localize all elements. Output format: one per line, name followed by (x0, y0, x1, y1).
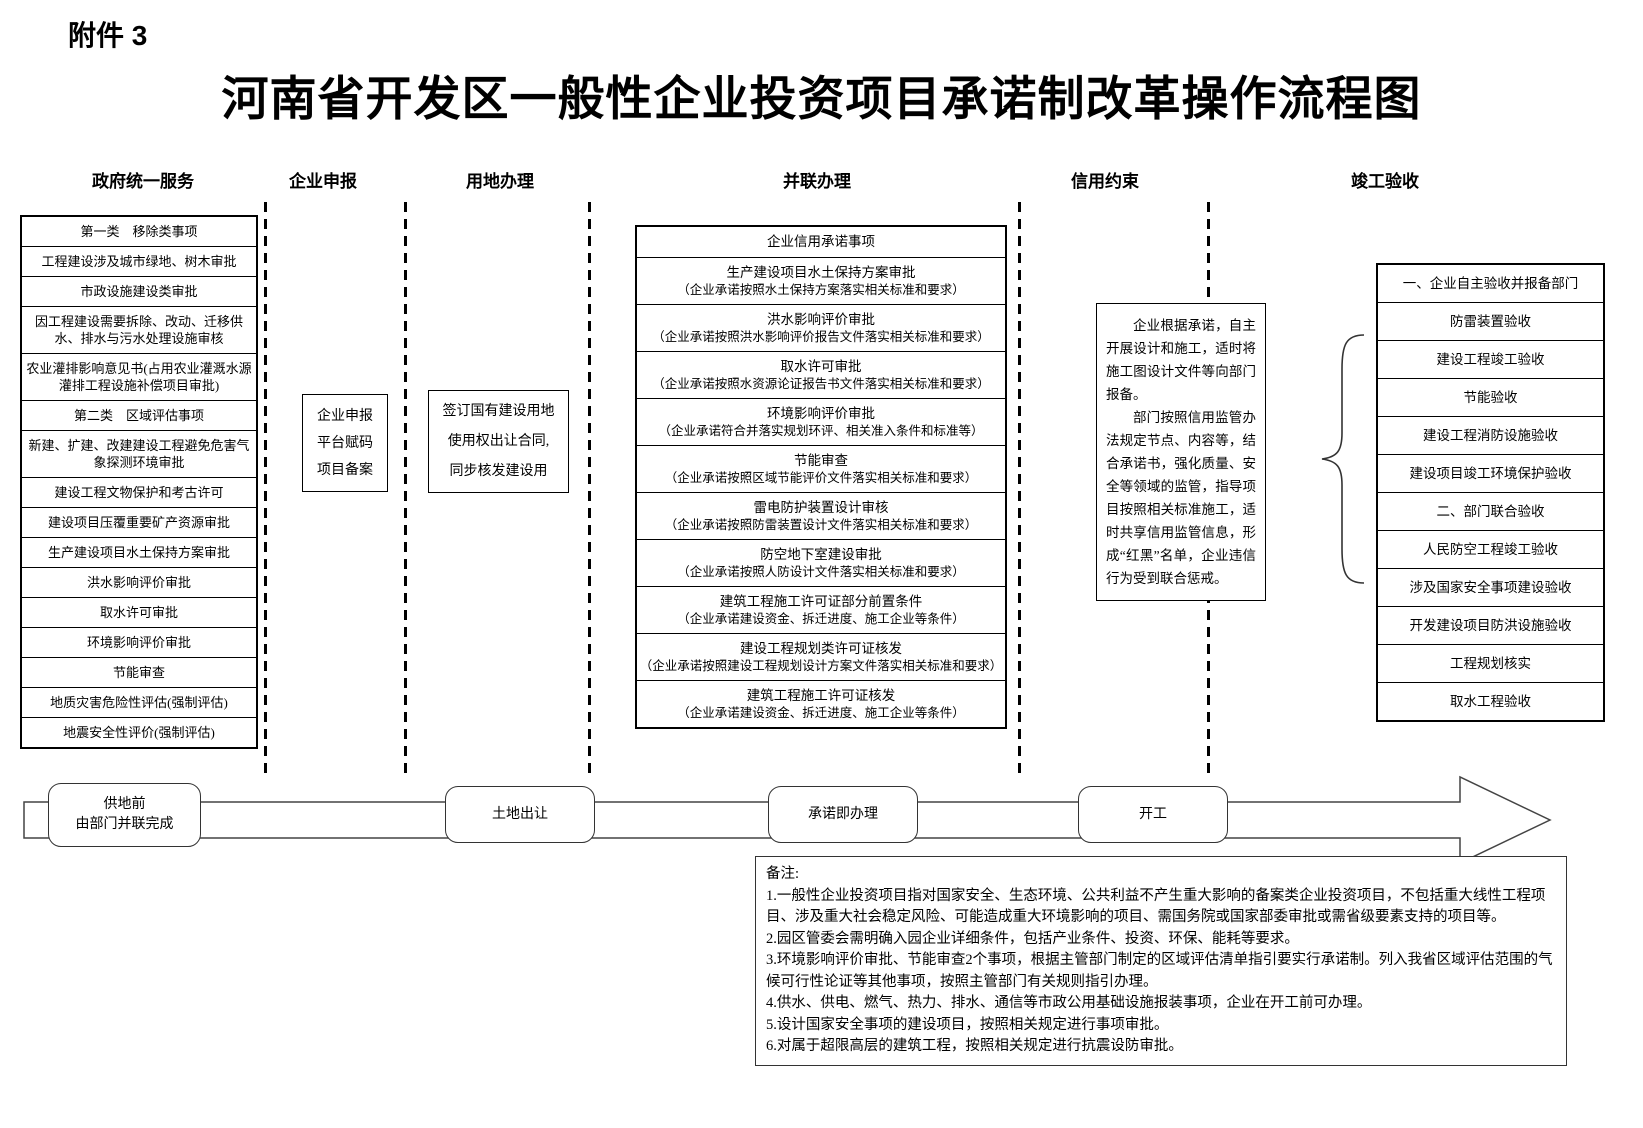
completion-item: 防雷装置验收 (1378, 303, 1603, 341)
parallel-item-title: 环境影响评价审批 (767, 406, 875, 421)
parallel-item-title: 企业信用承诺事项 (767, 234, 875, 249)
parallel-item: 雷电防护装置设计审核 （企业承诺按照防雷装置设计文件落实相关标准和要求） (637, 493, 1005, 540)
column-header-land: 用地办理 (466, 172, 534, 191)
parallel-item-note: （企业承诺按照防雷装置设计文件落实相关标准和要求） (664, 518, 978, 532)
note-line: 1.一般性企业投资项目指对国家安全、生态环境、公共利益不产生重大影响的备案类企业… (766, 887, 1546, 926)
parallel-item-title: 洪水影响评价审批 (767, 312, 875, 327)
parallel-item-title: 建筑工程施工许可证核发 (746, 688, 896, 703)
parallel-item-note: （企业承诺按照水土保持方案落实相关标准和要求） (677, 283, 965, 297)
gov-item: 第二类 区域评估事项 (22, 401, 256, 431)
completion-item: 建设项目竣工环境保护验收 (1378, 455, 1603, 493)
column-divider (588, 202, 591, 777)
parallel-item: 建筑工程施工许可证核发 （企业承诺建设资金、拆迁进度、施工企业等条件） (637, 681, 1005, 727)
gov-item: 取水许可审批 (22, 598, 256, 628)
completion-acceptance-table: 一、企业自主验收并报备部门 防雷装置验收 建设工程竣工验收 节能验收 建设工程消… (1376, 263, 1605, 722)
gov-item: 地质灾害危险性评估(强制评估) (22, 688, 256, 718)
parallel-item-note: （企业承诺按照人防设计文件落实相关标准和要求） (677, 565, 965, 579)
gov-item: 工程建设涉及城市绿地、树木审批 (22, 247, 256, 277)
parallel-item: 生产建设项目水土保持方案审批 （企业承诺按照水土保持方案落实相关标准和要求） (637, 258, 1005, 305)
column-header-gov: 政府统一服务 (92, 172, 194, 191)
parallel-item-title: 生产建设项目水土保持方案审批 (726, 265, 916, 280)
parallel-item-note: （企业承诺按照建设工程规划设计方案文件落实相关标准和要求） (639, 659, 1003, 673)
timeline-stage-land-transfer: 土地出让 (445, 786, 595, 843)
parallel-item-note: （企业承诺按照区域节能评价文件落实相关标准和要求） (664, 471, 978, 485)
parallel-item-title: 雷电防护装置设计审核 (753, 500, 889, 515)
attachment-label: 附件 3 (68, 20, 148, 51)
gov-services-table: 第一类 移除类事项 工程建设涉及城市绿地、树木审批 市政设施建设类审批 因工程建… (20, 215, 258, 749)
parallel-item-note: （企业承诺建设资金、拆迁进度、施工企业等条件） (677, 612, 965, 626)
column-header-credit: 信用约束 (1071, 172, 1139, 191)
parallel-item: 企业信用承诺事项 (637, 227, 1005, 258)
note-line: 4.供水、供电、燃气、热力、排水、通信等市政公用基础设施报装事项，企业在开工前可… (766, 995, 1372, 1011)
land-contract-box: 签订国有建设用地 使用权出让合同, 同步核发建设用 (428, 390, 569, 493)
credit-paragraph-1: 企业根据承诺，自主开展设计和施工，适时将施工图设计文件等向部门报备。 (1106, 318, 1256, 402)
parallel-item: 洪水影响评价审批 （企业承诺按照洪水影响评价报告文件落实相关标准和要求） (637, 305, 1005, 352)
completion-item: 涉及国家安全事项建设验收 (1378, 569, 1603, 607)
parallel-item: 建设工程规划类许可证核发 （企业承诺按照建设工程规划设计方案文件落实相关标准和要… (637, 634, 1005, 681)
timeline-stage-commit-handle: 承诺即办理 (768, 786, 918, 843)
parallel-item: 建筑工程施工许可证部分前置条件 （企业承诺建设资金、拆迁进度、施工企业等条件） (637, 587, 1005, 634)
gov-item: 市政设施建设类审批 (22, 277, 256, 307)
parallel-item-note: （企业承诺建设资金、拆迁进度、施工企业等条件） (677, 706, 965, 720)
gov-item: 生产建设项目水土保持方案审批 (22, 538, 256, 568)
parallel-item: 取水许可审批 （企业承诺按照水资源论证报告书文件落实相关标准和要求） (637, 352, 1005, 399)
timeline-stage-start-work: 开工 (1078, 786, 1228, 843)
brace-shape (1321, 334, 1365, 584)
note-line: 3.环境影响评价审批、节能审查2个事项，根据主管部门制定的区域评估清单指引要实行… (766, 952, 1553, 990)
parallel-item-note: （企业承诺符合并落实规划环评、相关准入条件和标准等） (658, 424, 984, 438)
notes-label: 备注: (766, 866, 800, 882)
completion-item: 一、企业自主验收并报备部门 (1378, 265, 1603, 303)
gov-item: 建设项目压覆重要矿产资源审批 (22, 508, 256, 538)
completion-item: 建设工程竣工验收 (1378, 341, 1603, 379)
note-line: 6.对属于超限高层的建筑工程，按照相关规定进行抗震设防审批。 (766, 1038, 1183, 1054)
parallel-item-note: （企业承诺按照水资源论证报告书文件落实相关标准和要求） (652, 377, 990, 391)
notes-box: 备注: 1.一般性企业投资项目指对国家安全、生态环境、公共利益不产生重大影响的备… (755, 856, 1567, 1066)
gov-item: 农业灌排影响意见书(占用农业灌溉水源灌排工程设施补偿项目审批) (22, 354, 256, 401)
enterprise-apply-box: 企业申报 平台赋码 项目备案 (302, 394, 388, 492)
gov-item: 环境影响评价审批 (22, 628, 256, 658)
note-line: 2.园区管委会需明确入园企业详细条件，包括产业条件、投资、环保、能耗等要求。 (766, 930, 1299, 947)
column-divider (404, 202, 407, 777)
parallel-handling-table: 企业信用承诺事项 生产建设项目水土保持方案审批 （企业承诺按照水土保持方案落实相… (635, 225, 1007, 729)
parallel-item-title: 建设工程规划类许可证核发 (740, 641, 902, 656)
note-line: 5.设计国家安全事项的建设项目，按照相关规定进行事项审批。 (766, 1016, 1169, 1033)
completion-item: 开发建设项目防洪设施验收 (1378, 607, 1603, 645)
parallel-item: 防空地下室建设审批 （企业承诺按照人防设计文件落实相关标准和要求） (637, 540, 1005, 587)
completion-item: 二、部门联合验收 (1378, 493, 1603, 531)
completion-item: 建设工程消防设施验收 (1378, 417, 1603, 455)
completion-item: 取水工程验收 (1450, 694, 1531, 709)
credit-paragraph-2: 部门按照信用监管办法规定节点、内容等，结合承诺书，强化质量、安全等领域的监管，指… (1106, 410, 1256, 586)
completion-item: 节能验收 (1378, 379, 1603, 417)
gov-item: 建设工程文物保护和考古许可 (22, 478, 256, 508)
page-title: 河南省开发区一般性企业投资项目承诺制改革操作流程图 (221, 74, 1422, 126)
column-divider (264, 202, 267, 777)
parallel-item: 环境影响评价审批 （企业承诺符合并落实规划环评、相关准入条件和标准等） (637, 399, 1005, 446)
credit-constraint-box: 企业根据承诺，自主开展设计和施工，适时将施工图设计文件等向部门报备。 部门按照信… (1096, 303, 1266, 601)
column-header-apply: 企业申报 (289, 172, 357, 191)
gov-item: 地震安全性评价(强制评估) (63, 725, 215, 740)
column-divider (1018, 202, 1021, 777)
gov-item: 第一类 移除类事项 (22, 217, 256, 247)
parallel-item-title: 取水许可审批 (780, 359, 862, 374)
timeline-stage-pre-land: 供地前 由部门并联完成 (48, 783, 201, 847)
gov-item: 节能审查 (22, 658, 256, 688)
completion-item: 工程规划核实 (1378, 645, 1603, 683)
parallel-item-title: 节能审查 (794, 453, 848, 468)
column-header-completion: 竣工验收 (1351, 172, 1419, 191)
completion-item: 人民防空工程竣工验收 (1378, 531, 1603, 569)
gov-item: 因工程建设需要拆除、改动、迁移供水、排水与污水处理设施审核 (22, 307, 256, 354)
gov-item: 新建、扩建、改建建设工程避免危害气象探测环境审批 (22, 431, 256, 478)
gov-item: 洪水影响评价审批 (22, 568, 256, 598)
parallel-item-note: （企业承诺按照洪水影响评价报告文件落实相关标准和要求） (652, 330, 990, 344)
parallel-item: 节能审查 （企业承诺按照区域节能评价文件落实相关标准和要求） (637, 446, 1005, 493)
parallel-item-title: 防空地下室建设审批 (760, 547, 882, 562)
column-header-parallel: 并联办理 (783, 172, 851, 191)
parallel-item-title: 建筑工程施工许可证部分前置条件 (719, 594, 923, 609)
